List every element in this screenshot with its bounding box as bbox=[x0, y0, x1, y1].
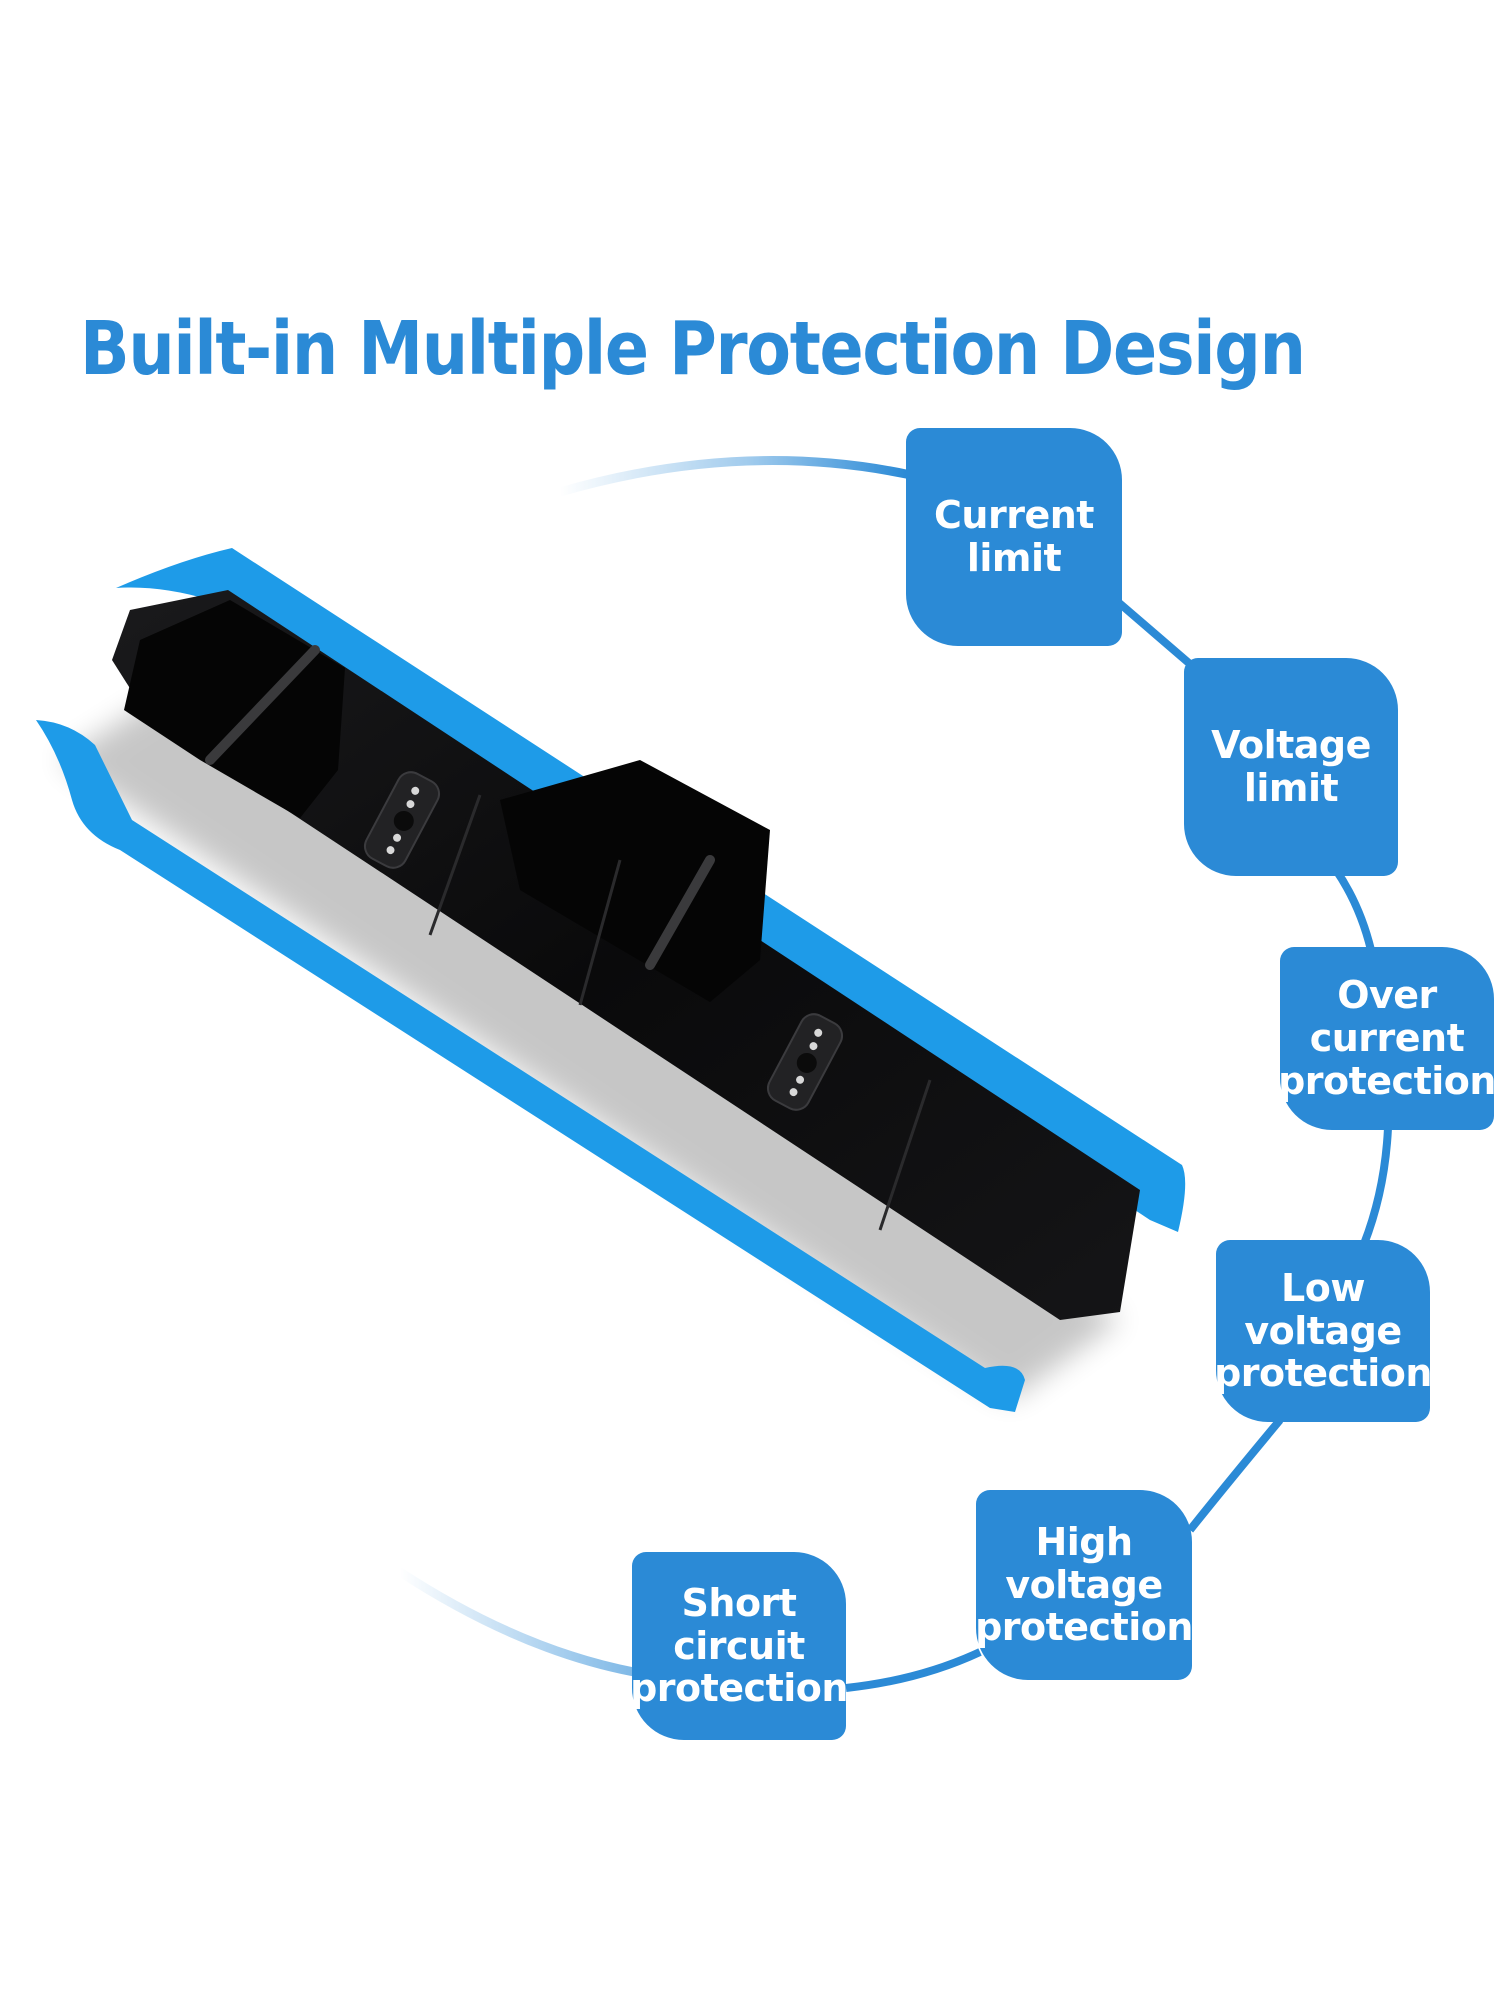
box-line: High bbox=[1035, 1519, 1133, 1564]
box-line: protection bbox=[975, 1605, 1193, 1650]
box-line: voltage bbox=[1244, 1308, 1402, 1353]
charging-dock-image bbox=[36, 548, 1186, 1412]
protection-high-voltage: High voltage protection bbox=[975, 1490, 1193, 1680]
box-line: Voltage bbox=[1211, 723, 1371, 768]
protection-short-circuit: Short circuit protection bbox=[630, 1552, 848, 1740]
box-line: current bbox=[1309, 1016, 1465, 1061]
charging-contact-2 bbox=[766, 1013, 844, 1111]
box-line: protection bbox=[630, 1666, 848, 1711]
box-line: Short bbox=[681, 1580, 797, 1625]
charging-contact-1 bbox=[363, 771, 441, 869]
connector-lines bbox=[395, 456, 1392, 1692]
box-line: Over bbox=[1337, 973, 1437, 1018]
box-line: circuit bbox=[673, 1623, 805, 1668]
box-line: limit bbox=[1243, 766, 1339, 810]
blue-panel-bottom bbox=[36, 720, 1025, 1412]
protection-over-current: Over current protection bbox=[1278, 947, 1496, 1130]
box-line: protection bbox=[1214, 1351, 1432, 1396]
box-line: Low bbox=[1281, 1265, 1365, 1310]
box-line: limit bbox=[966, 536, 1062, 580]
protection-low-voltage: Low voltage protection bbox=[1214, 1240, 1432, 1422]
page-title: Built-in Multiple Protection Design bbox=[80, 306, 1306, 392]
protection-voltage-limit: Voltage limit bbox=[1184, 658, 1398, 876]
dock-body bbox=[112, 590, 1140, 1320]
box-line: Current bbox=[934, 493, 1094, 538]
box-line: voltage bbox=[1005, 1562, 1163, 1607]
protection-current-limit: Current limit bbox=[906, 428, 1122, 646]
box-line: protection bbox=[1278, 1058, 1496, 1103]
